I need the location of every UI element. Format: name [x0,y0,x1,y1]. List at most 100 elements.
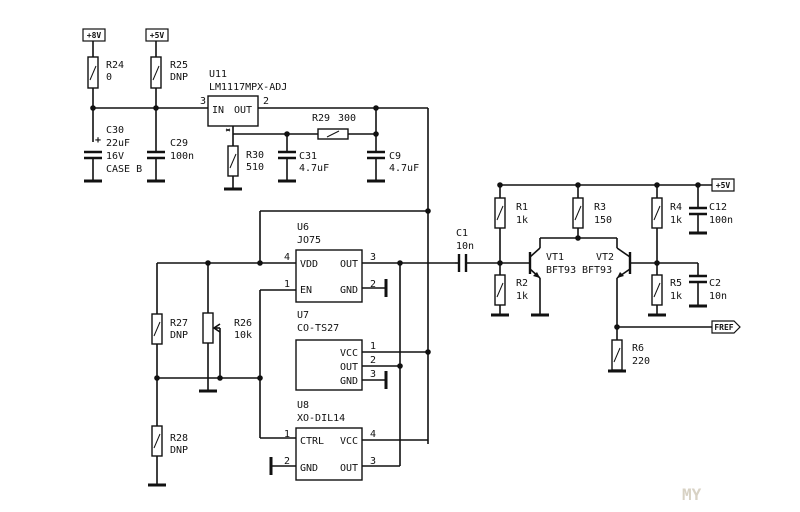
resistor-r24: R24 0 [87,56,124,89]
vt2-part: BFT93 [582,265,612,276]
power-flag-5v-amplifier-label: +5V [716,181,731,190]
r3-ref: R3 [594,202,606,213]
u11-pin-out-label: OUT [234,105,252,116]
c29-ref: C29 [170,138,188,149]
capacitor-c2: C2 10n [689,274,727,302]
r26-ref: R26 [234,318,252,329]
u11-pin-in-label: IN [212,105,224,116]
u8-ref: U8 [297,400,309,411]
u6-pin2: 2 [370,279,376,290]
c12-value: 100n [709,215,733,226]
net-flag-fref-label: FREF [714,323,733,332]
ic-u6: U6 JO75 VDD EN OUT GND 4 1 3 2 [284,222,376,303]
r3-value: 150 [594,215,612,226]
u7-out-label: OUT [340,362,358,373]
u8-pin4: 4 [370,429,376,440]
u6-vdd-label: VDD [300,259,318,270]
r2-ref: R2 [516,278,528,289]
u8-part: XO-DIL14 [297,413,345,424]
r27-ref: R27 [170,318,188,329]
net-flag-fref: FREF [711,320,741,334]
r27-value: DNP [170,330,188,341]
u6-pin4: 4 [284,252,290,263]
u7-pin1: 1 [370,341,376,352]
capacitor-c12: C12 100n [689,202,733,226]
potentiometer-r26: R26 10k [202,312,252,344]
c29-value: 100n [170,151,194,162]
power-flag-8v-label: +8V [87,31,102,40]
r1-value: 1k [516,215,528,226]
u6-part: JO75 [297,235,321,246]
u6-gnd-label: GND [340,285,358,296]
u6-en-label: EN [300,285,312,296]
u11-pin-in-number: 3 [200,96,206,107]
u7-pin3: 3 [370,369,376,380]
transistor-vt2: VT2 BFT93 [582,247,632,279]
resistor-r6: R6 220 [611,339,650,371]
watermark: MY [682,485,702,504]
r30-ref: R30 [246,150,264,161]
r5-value: 1k [670,291,682,302]
r4-value: 1k [670,215,682,226]
u8-vcc-label: VCC [340,436,358,447]
r25-value: DNP [170,72,188,83]
r6-value: 220 [632,356,650,367]
c30-value: 22uF [106,138,130,149]
capacitor-c29: C29 100n [147,138,194,162]
r6-ref: R6 [632,343,644,354]
junctions [90,105,701,381]
r5-ref: R5 [670,278,682,289]
c2-ref: C2 [709,278,721,289]
c30-voltage: 16V [106,151,124,162]
c1-value: 10n [456,241,474,252]
resistor-r1: R1 1k [494,197,528,229]
ic-u8: U8 XO-DIL14 CTRL GND VCC OUT 1 2 4 3 [284,400,376,481]
u6-pin1: 1 [284,279,290,290]
c12-ref: C12 [709,202,727,213]
power-flag-5v-amplifier: +5V [711,178,735,192]
u11-pin-out-number: 2 [263,96,269,107]
resistor-r2: R2 1k [494,274,528,306]
u7-part: CO-TS27 [297,323,339,334]
r4-ref: R4 [670,202,682,213]
u6-pin3: 3 [370,252,376,263]
u7-vcc-label: VCC [340,348,358,359]
capacitor-c1: C1 10n [455,228,474,272]
r26-value: 10k [234,330,252,341]
r24-ref: R24 [106,60,124,71]
u7-pin2: 2 [370,355,376,366]
ground-symbols [84,179,707,487]
r2-value: 1k [516,291,528,302]
power-flag-8v: +8V [82,28,106,42]
u8-ctrl-label: CTRL [300,436,324,447]
u6-out-label: OUT [340,259,358,270]
resistor-r27: R27 DNP [151,313,188,345]
vt1-ref: VT1 [546,252,564,263]
c2-value: 10n [709,291,727,302]
resistor-r3: R3 150 [572,197,612,229]
c31-ref: C31 [299,151,317,162]
u8-gnd-label: GND [300,463,318,474]
u8-pin3: 3 [370,456,376,467]
c9-value: 4.7uF [389,163,419,174]
regulator-u11: U11 LM1117MPX-ADJ IN OUT 3 2 [200,69,287,132]
power-flag-5v-regulator-label: +5V [150,31,165,40]
ic-u7: U7 CO-TS27 VCC OUT GND 1 2 3 [295,310,376,391]
resistor-r25: R25 DNP [150,56,188,89]
capacitor-c9: C9 4.7uF [367,150,419,174]
u7-ref: U7 [297,310,309,321]
wires [92,41,720,484]
vt1-part: BFT93 [546,265,576,276]
u8-pin1: 1 [284,429,290,440]
u8-pin2: 2 [284,456,290,467]
u8-out-label: OUT [340,463,358,474]
r30-value: 510 [246,162,264,173]
c31-value: 4.7uF [299,163,329,174]
resistor-r5: R5 1k [651,274,682,306]
transistor-vt1: VT1 BFT93 [528,247,576,279]
c1-ref: C1 [456,228,468,239]
u7-gnd-label: GND [340,376,358,387]
resistor-r28: R28 DNP [151,425,188,457]
